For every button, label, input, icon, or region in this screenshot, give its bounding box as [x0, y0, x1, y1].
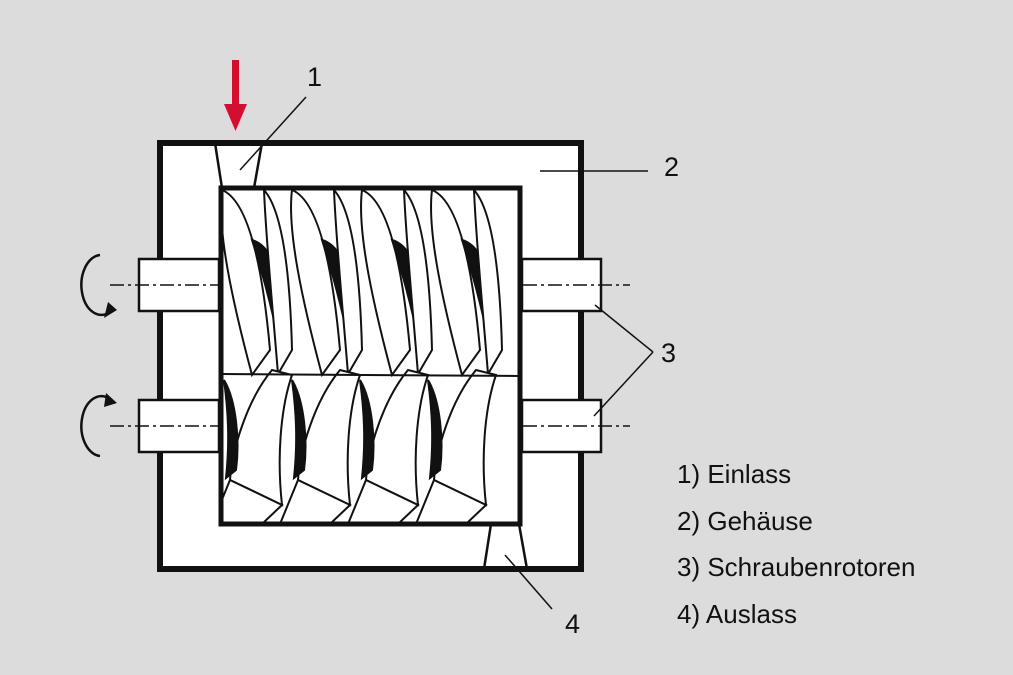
leader-lines: [239, 96, 654, 610]
leader-outlet: [504, 554, 553, 610]
rotation-arrow-bottom-icon: [80, 393, 117, 458]
rotor-thread: [430, 188, 482, 378]
rotor-thread: [414, 478, 488, 524]
inlet-channel: [213, 142, 264, 189]
right-shaft-top: [520, 257, 630, 313]
leader-rotors-top: [594, 304, 654, 353]
legend-item-outlet: 4) Auslass: [677, 598, 797, 629]
rotor-shadow: [359, 379, 375, 481]
right-shaft-bottom: [520, 398, 630, 454]
callout-rotors: 3: [661, 338, 677, 368]
rotor-shadow: [291, 379, 307, 481]
callout-outlet: 4: [565, 609, 581, 639]
callout-inlet: 1: [307, 62, 323, 92]
screw-rotors: [221, 188, 520, 524]
left-shaft-bottom: [110, 398, 221, 454]
legend: 1) Einlass 2) Gehäuse 3) Schraubenrotore…: [677, 458, 915, 644]
rotor-thread: [278, 478, 352, 524]
legend-item-rotors: 3) Schraubenrotoren: [677, 552, 916, 582]
outlet-channel: [482, 523, 529, 570]
rotor-shadow: [427, 379, 443, 481]
leader-rotors-bottom: [593, 351, 654, 417]
rotor-thread: [346, 478, 420, 524]
rotor-shadow: [223, 379, 239, 481]
callout-housing: 2: [664, 152, 680, 182]
leader-inlet: [239, 96, 307, 171]
inlet-arrow: [224, 60, 247, 131]
rotation-arrow-top-icon: [80, 253, 117, 318]
left-shaft-top: [110, 257, 221, 313]
rotor-thread: [290, 188, 342, 378]
rotor-thread: [360, 188, 412, 378]
legend-item-housing: 2) Gehäuse: [677, 505, 813, 536]
rotor-divider: [221, 373, 520, 377]
legend-item-inlet: 1) Einlass: [677, 459, 792, 489]
rotor-thread: [221, 478, 284, 524]
